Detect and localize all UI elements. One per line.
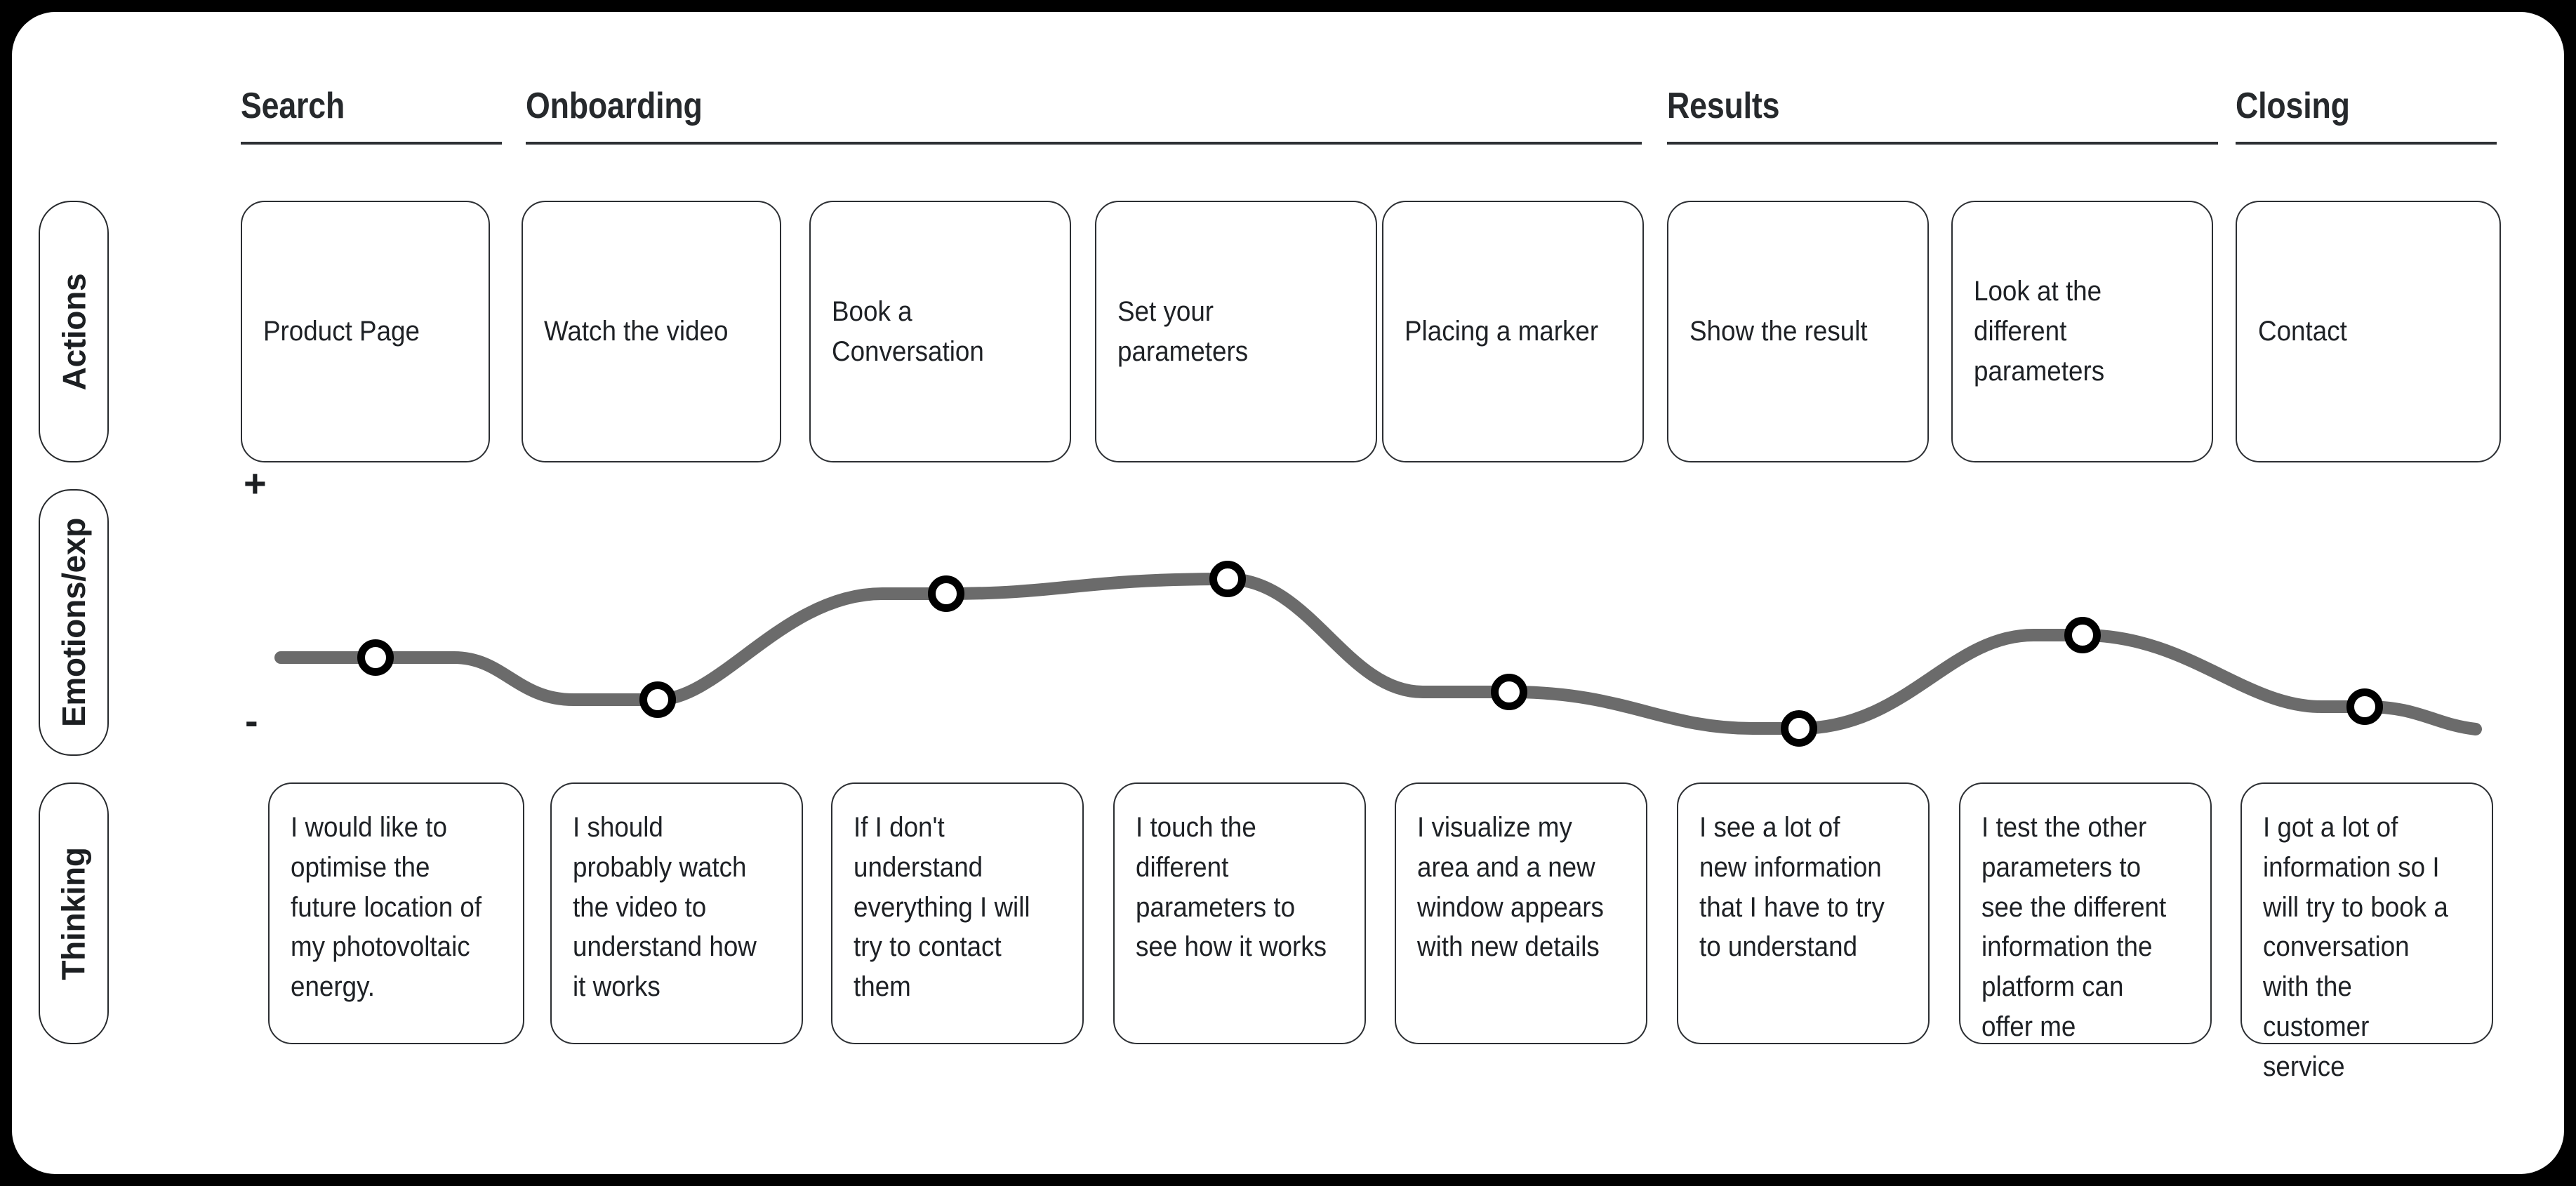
action-card-text: Book a Conversation <box>832 295 984 367</box>
phase-results: Results <box>1667 86 2218 145</box>
action-card-text: Contact <box>2258 316 2347 347</box>
thinking-card[interactable]: I visualize my area and a new window app… <box>1395 782 1647 1044</box>
action-card-text: Look at the different parameters <box>1974 276 2105 387</box>
phase-closing: Closing <box>2236 86 2497 145</box>
phase-label: Onboarding <box>526 86 703 126</box>
thinking-card-text: I test the other parameters to see the d… <box>1981 812 2167 1042</box>
emotion-point-3[interactable] <box>928 575 964 612</box>
action-card[interactable]: Product Page <box>241 201 490 462</box>
thinking-card[interactable]: I got a lot of information so I will try… <box>2240 782 2493 1082</box>
thinking-card[interactable]: I would like to optimise the future loca… <box>268 782 524 1044</box>
phase-header-row: Search Onboarding Results Closing <box>12 12 2564 170</box>
action-card[interactable]: Contact <box>2236 201 2501 462</box>
thinking-card[interactable]: I should probably watch the video to und… <box>550 782 803 1044</box>
row-label-emotions: Emotions/exp <box>39 489 109 756</box>
action-card[interactable]: Set your parameters <box>1095 201 1377 462</box>
phase-underline <box>526 142 1642 145</box>
thinking-card-text: I got a lot of information so I will try… <box>2263 812 2448 1082</box>
emotion-point-6[interactable] <box>1781 710 1817 747</box>
thinking-card-text: I see a lot of new information that I ha… <box>1699 812 1885 963</box>
phase-underline <box>241 142 502 145</box>
emotion-point-8[interactable] <box>2346 688 2383 725</box>
thinking-card-text: I should probably watch the video to und… <box>573 812 757 1003</box>
phase-underline <box>2236 142 2497 145</box>
phase-underline <box>1667 142 2218 145</box>
action-card-text: Show the result <box>1689 316 1868 347</box>
action-card[interactable]: Show the result <box>1667 201 1929 462</box>
phase-label: Results <box>1667 86 1780 126</box>
emotion-point-7[interactable] <box>2064 617 2101 653</box>
action-card-text: Set your parameters <box>1117 295 1249 367</box>
phase-onboarding: Onboarding <box>526 86 1642 145</box>
journey-map-canvas: Search Onboarding Results Closing Action… <box>12 12 2564 1174</box>
thinking-card-text: If I don't understand everything I will … <box>854 812 1030 1003</box>
action-card-text: Product Page <box>263 316 420 347</box>
row-label-text: Actions <box>55 273 92 390</box>
axis-minus-label: - <box>245 698 258 742</box>
action-card[interactable]: Watch the video <box>522 201 781 462</box>
row-label-thinking: Thinking <box>39 782 109 1044</box>
emotion-curve-line <box>274 573 2482 735</box>
emotion-point-4[interactable] <box>1209 561 1246 597</box>
emotion-point-1[interactable] <box>357 639 394 676</box>
thinking-card-text: I visualize my area and a new window app… <box>1417 812 1604 963</box>
thinking-card[interactable]: I see a lot of new information that I ha… <box>1677 782 1930 1044</box>
action-card[interactable]: Placing a marker <box>1382 201 1644 462</box>
emotion-curve-svg <box>274 561 2482 747</box>
phase-label: Closing <box>2236 86 2350 126</box>
action-card[interactable]: Look at the different parameters <box>1951 201 2213 462</box>
thinking-card-text: I touch the different parameters to see … <box>1136 812 1327 963</box>
phase-label: Search <box>241 86 345 126</box>
thinking-card[interactable]: I test the other parameters to see the d… <box>1959 782 2212 1044</box>
emotion-curve-band: + - <box>12 454 2564 756</box>
thinking-card-text: I would like to optimise the future loca… <box>291 812 482 1003</box>
thinking-card[interactable]: I touch the different parameters to see … <box>1113 782 1366 1044</box>
action-card-text: Watch the video <box>544 316 729 347</box>
action-card[interactable]: Book a Conversation <box>809 201 1071 462</box>
row-label-text: Thinking <box>55 846 92 980</box>
emotion-point-2[interactable] <box>639 681 676 718</box>
row-label-actions: Actions <box>39 201 109 462</box>
phase-search: Search <box>241 86 502 145</box>
axis-plus-label: + <box>244 461 267 505</box>
action-card-text: Placing a marker <box>1405 316 1599 347</box>
emotion-point-5[interactable] <box>1491 674 1527 710</box>
emotion-curve-markers <box>357 561 2383 747</box>
thinking-card[interactable]: If I don't understand everything I will … <box>831 782 1084 1044</box>
